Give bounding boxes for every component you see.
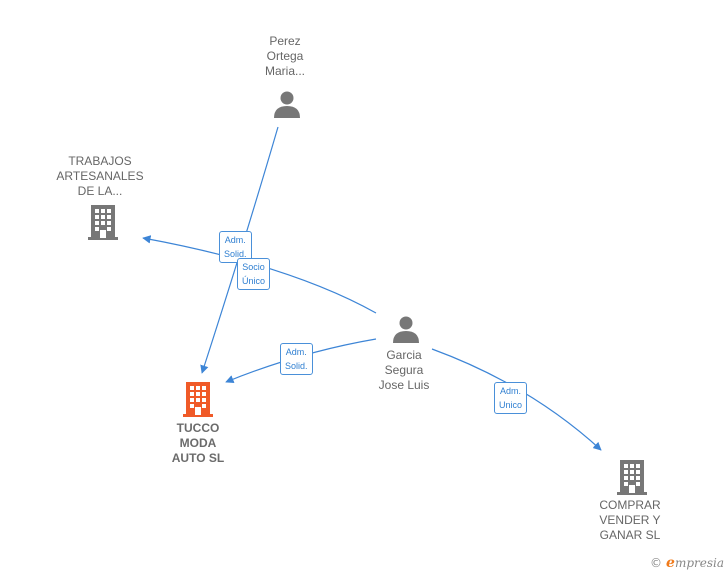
node-label-trabajos[interactable]: TRABAJOS ARTESANALES DE LA... — [56, 154, 144, 198]
node-label-perez[interactable]: Perez Ortega Maria... — [264, 34, 305, 78]
node-label-garcia[interactable]: Garcia Segura Jose Luis — [378, 348, 430, 392]
copyright-symbol: © — [650, 556, 663, 570]
building-icon-main[interactable] — [182, 381, 214, 417]
edge-label-perez-tucco[interactable]: Adm. Solid. — [219, 231, 252, 263]
edge-garcia-trabajos[interactable] — [142, 235, 377, 314]
person-icon[interactable] — [391, 314, 421, 344]
building-icon[interactable] — [616, 459, 648, 495]
person-icon[interactable] — [272, 89, 302, 119]
empresia-watermark: ©empresia — [650, 555, 724, 571]
building-icon[interactable] — [87, 204, 119, 240]
edge-label-garcia-comprar[interactable]: Adm. Unico — [494, 382, 528, 414]
node-label-tucco[interactable]: TUCCO MODA AUTO SL — [171, 421, 225, 465]
edge-label-garcia-trabajos[interactable]: Socio Único — [237, 258, 271, 290]
edge-label-garcia-tucco[interactable]: Adm. Solid. — [280, 343, 313, 375]
brand-initial: e — [666, 555, 675, 571]
brand-name: mpresia — [674, 556, 724, 570]
node-label-comprar[interactable]: COMPRAR VENDER Y GANAR SL — [599, 498, 661, 542]
